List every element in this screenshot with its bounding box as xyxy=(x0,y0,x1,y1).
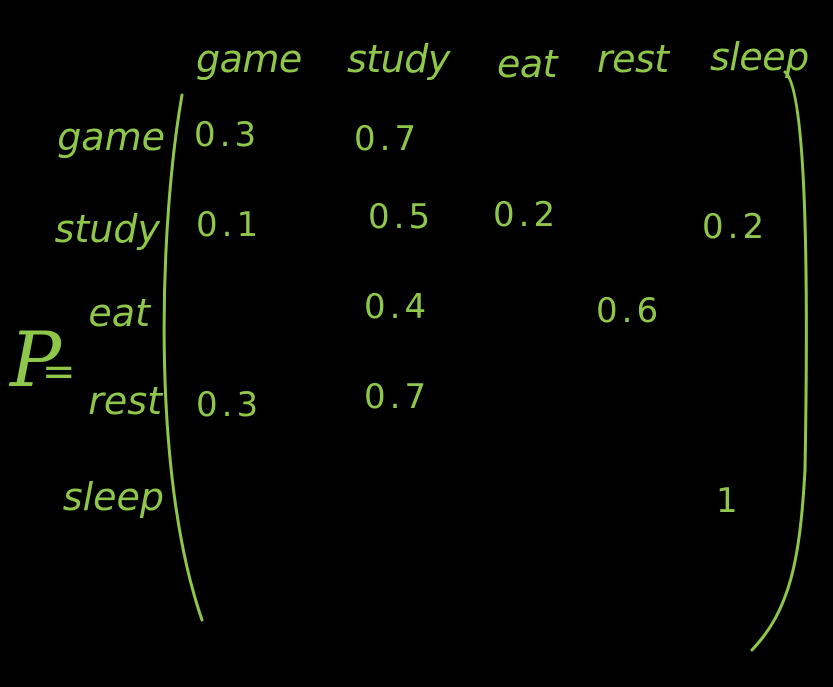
matrix-cell: 0.7 xyxy=(354,119,421,159)
column-label-game: game xyxy=(196,37,302,81)
matrix-cell: 0.3 xyxy=(194,115,261,155)
row-label-study: study xyxy=(54,207,160,251)
matrix-cell: 0.2 xyxy=(702,207,769,247)
left-bracket xyxy=(162,93,204,622)
matrix-symbol: P xyxy=(10,315,62,404)
row-label-rest: rest xyxy=(88,379,162,423)
row-label-eat: eat xyxy=(88,291,150,335)
matrix-cell: 0.4 xyxy=(364,287,431,327)
matrix-cell: 0.1 xyxy=(196,205,263,245)
column-label-sleep: sleep xyxy=(710,35,809,79)
matrix-cell: 0.2 xyxy=(493,195,560,235)
equals-sign: = xyxy=(42,349,76,395)
right-bracket xyxy=(750,70,808,652)
matrix-cell: 1 xyxy=(716,481,742,521)
matrix-cell: 0.7 xyxy=(364,377,431,417)
column-label-rest: rest xyxy=(597,37,669,81)
column-label-study: study xyxy=(347,37,450,81)
column-label-eat: eat xyxy=(497,42,558,86)
matrix-cell: 0.3 xyxy=(196,385,263,425)
row-label-sleep: sleep xyxy=(62,475,164,519)
matrix-cell: 0.5 xyxy=(368,197,435,237)
matrix-cell: 0.6 xyxy=(596,291,663,331)
row-label-game: game xyxy=(57,115,165,159)
